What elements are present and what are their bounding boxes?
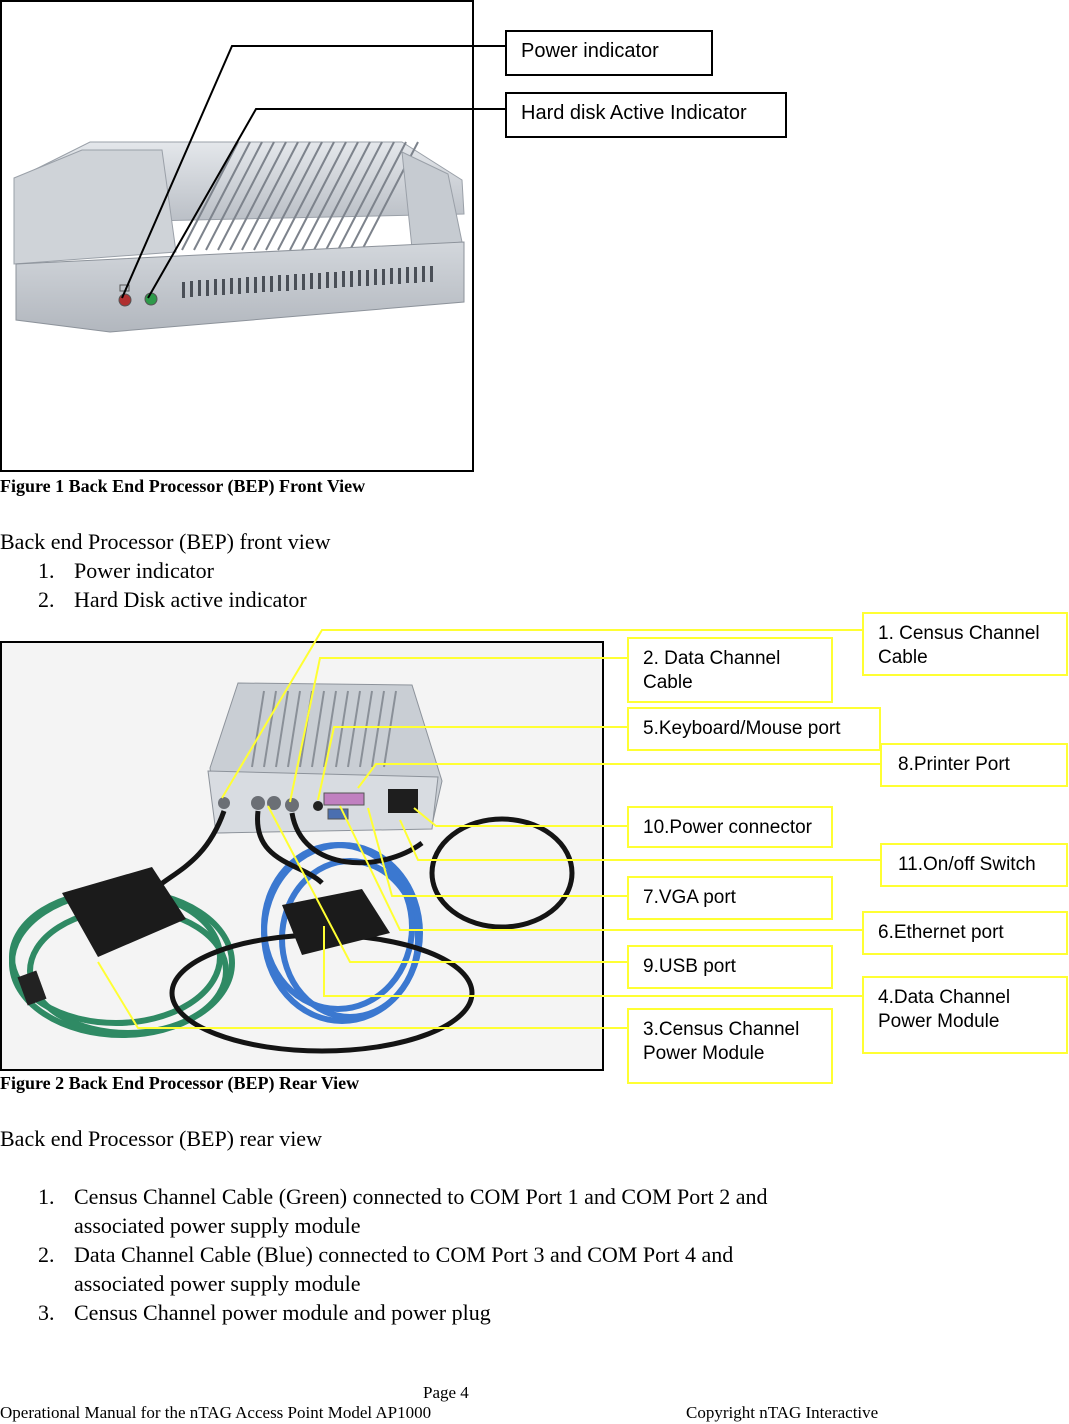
callout-census-channel-cable: 1. Census Channel Cable (862, 612, 1068, 676)
hdd-led (144, 292, 158, 306)
footer-copyright: Copyright nTAG Interactive (686, 1403, 879, 1422)
list-item: 2.Data Channel Cable (Blue) connected to… (38, 1242, 734, 1296)
callout-hdd-indicator: Hard disk Active Indicator (505, 92, 787, 138)
list-item: 2.Hard Disk active indicator (38, 587, 307, 612)
page-number: Page 4 (423, 1383, 469, 1402)
callout-keyboard-mouse-port: 5.Keyboard/Mouse port (627, 707, 881, 751)
rear-view-list: 1.Census Channel Cable (Green) connected… (38, 1182, 768, 1327)
figure2-photo (0, 641, 604, 1071)
callout-on-off-switch: 11.On/off Switch (880, 843, 1068, 887)
callout-power-connector: 10.Power connector (627, 806, 833, 848)
section1-heading: Back end Processor (BEP) front view (0, 529, 331, 554)
list-item: 3.Census Channel power module and power … (38, 1300, 491, 1325)
footer-manual-title: Operational Manual for the nTAG Access P… (0, 1403, 432, 1422)
figure1-caption: Figure 1 Back End Processor (BEP) Front … (0, 476, 366, 496)
callout-census-channel-power-module: 3.Census Channel Power Module (627, 1008, 833, 1084)
section2-heading: Back end Processor (BEP) rear view (0, 1126, 322, 1151)
callout-data-channel-cable: 2. Data Channel Cable (627, 637, 833, 703)
list-item: 1.Census Channel Cable (Green) connected… (38, 1184, 768, 1238)
callout-usb-port: 9.USB port (627, 945, 833, 989)
bep-front-device-image (13, 141, 465, 333)
callout-data-channel-power-module: 4.Data Channel Power Module (862, 976, 1068, 1054)
callout-power-indicator: Power indicator (505, 30, 713, 76)
callout-vga-port: 7.VGA port (627, 876, 833, 920)
bep-rear-device-image (2, 643, 602, 1069)
figure1-photo (0, 0, 474, 472)
power-led (118, 293, 132, 307)
callout-printer-port: 8.Printer Port (880, 743, 1068, 787)
front-view-list: 1.Power indicator 2.Hard Disk active ind… (38, 556, 307, 614)
figure2-caption: Figure 2 Back End Processor (BEP) Rear V… (0, 1073, 360, 1093)
callout-ethernet-port: 6.Ethernet port (862, 911, 1068, 955)
list-item: 1.Power indicator (38, 558, 214, 583)
